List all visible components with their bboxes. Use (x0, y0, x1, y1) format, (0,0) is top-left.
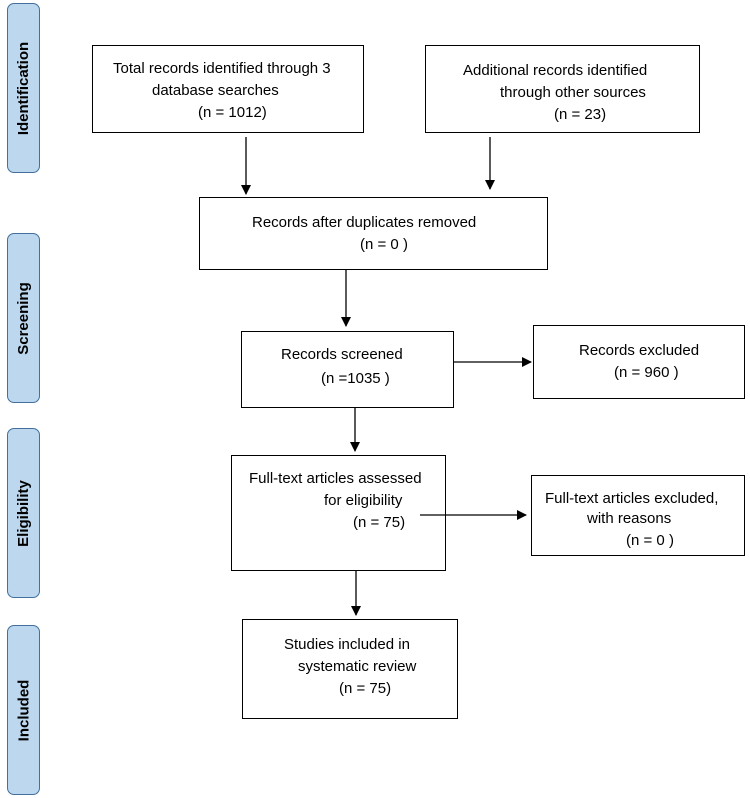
stage-screening: Screening (7, 233, 40, 403)
stage-included: Included (7, 625, 40, 795)
box-line: Additional records identified (463, 62, 648, 79)
box-line: for eligibility (324, 492, 403, 509)
box-line: (n = 0 ) (360, 236, 408, 253)
box-other-sources: Additional records identified through ot… (425, 45, 700, 133)
box-line: (n = 960 ) (614, 364, 679, 381)
box-line: with reasons (587, 510, 672, 527)
box-line: Full-text articles excluded, (545, 490, 719, 507)
box-line: Records after duplicates removed (252, 214, 477, 231)
box-line: Records excluded (579, 342, 700, 359)
box-fulltext-assessed: Full-text articles assessed for eligibil… (231, 455, 446, 571)
box-line: Full-text articles assessed (249, 470, 422, 487)
box-line: Records screened (281, 346, 403, 363)
box-line: (n = 75) (339, 680, 392, 697)
box-fulltext-excluded: Full-text articles excluded, with reason… (531, 475, 745, 556)
box-line: through other sources (500, 84, 646, 101)
box-database-records: Total records identified through 3 datab… (92, 45, 364, 133)
box-line: systematic review (298, 658, 417, 675)
box-line: Total records identified through 3 (113, 60, 331, 77)
stage-identification: Identification (7, 3, 40, 173)
box-included-studies: Studies included in systematic review (n… (242, 619, 458, 719)
box-line: (n = 23) (554, 106, 607, 123)
box-duplicates-removed: Records after duplicates removed (n = 0 … (199, 197, 548, 270)
box-line: (n = 1012) (198, 104, 267, 121)
stage-eligibility: Eligibility (7, 428, 40, 598)
box-line: Studies included in (284, 636, 410, 653)
box-line: (n =1035 ) (321, 370, 390, 387)
box-records-screened: Records screened (n =1035 ) (241, 331, 454, 408)
box-line: (n = 75) (353, 514, 406, 531)
box-line: (n = 0 ) (626, 532, 674, 549)
box-line: database searches (152, 82, 279, 99)
box-records-excluded: Records excluded (n = 960 ) (533, 325, 745, 399)
